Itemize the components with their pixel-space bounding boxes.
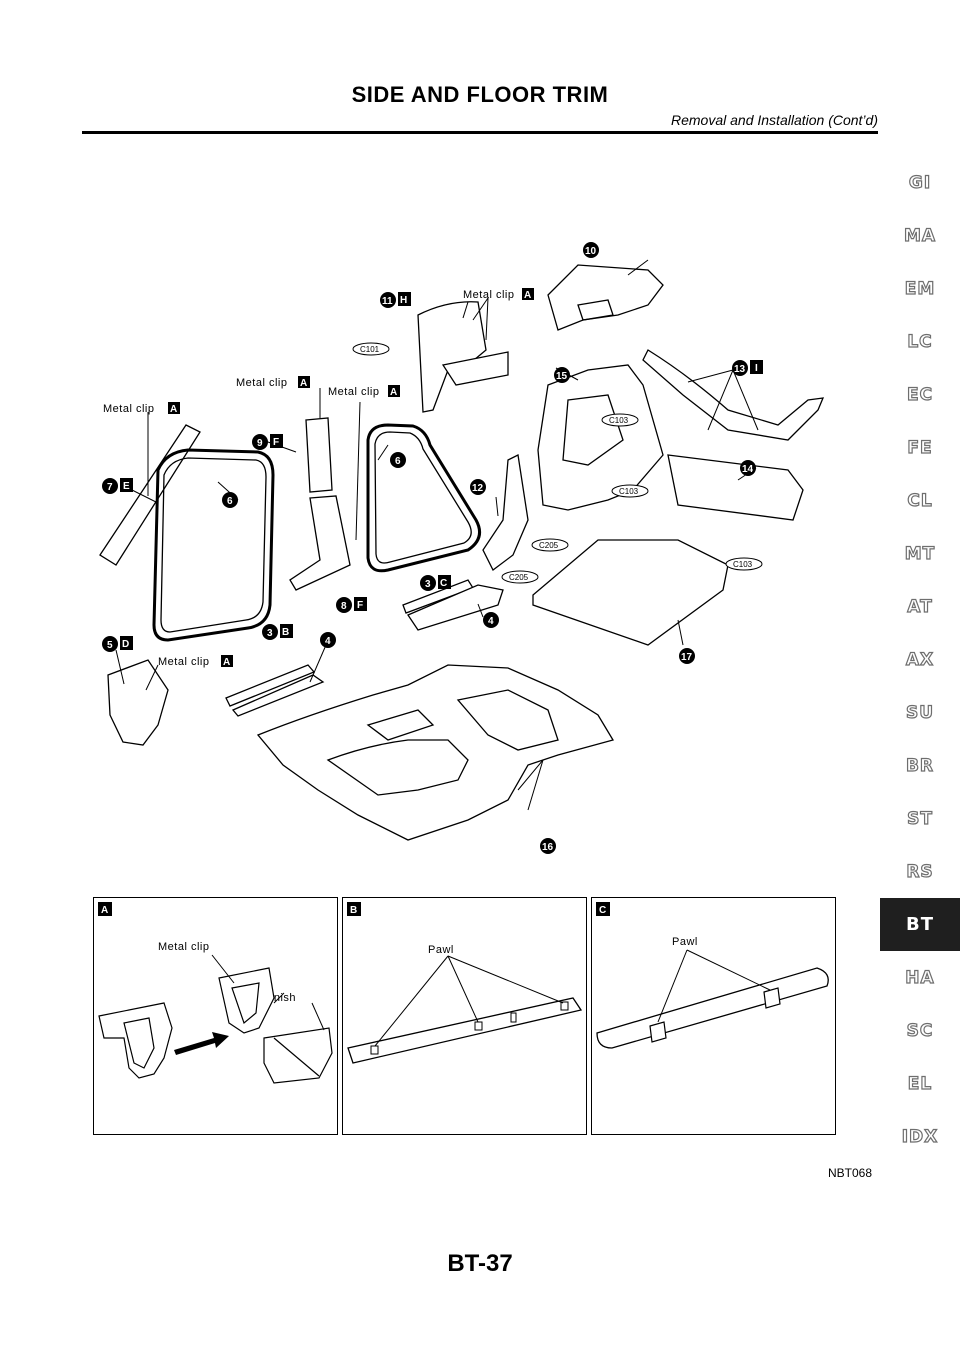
page-title: SIDE AND FLOOR TRIM <box>351 82 609 107</box>
tab-em[interactable]: EM <box>904 278 936 299</box>
tab-ma[interactable]: MA <box>903 225 937 246</box>
page-number: BT-37 <box>447 1250 513 1277</box>
callout-4: 4 <box>325 636 331 647</box>
tab-bt[interactable]: BT <box>880 898 960 951</box>
tab-ec[interactable]: EC <box>906 384 934 405</box>
tab-rs[interactable]: RS <box>906 861 934 882</box>
tab-br[interactable]: BR <box>905 755 935 776</box>
tab-cl[interactable]: CL <box>907 490 933 511</box>
detail-panel-b: B Pawl <box>342 897 587 1135</box>
connector-c103: C103 <box>609 416 629 425</box>
tab-at[interactable]: AT <box>907 596 933 617</box>
connector-c101: C101 <box>360 345 380 354</box>
detail-c-letter: C <box>599 905 606 916</box>
callout-12: 12 <box>472 483 484 494</box>
tab-idx[interactable]: IDX <box>901 1126 939 1147</box>
detail-b-badge: B <box>282 627 289 638</box>
callout-6: 6 <box>227 496 233 507</box>
page-subtitle: Removal and Installation (Cont’d) <box>671 112 878 128</box>
callout-16: 16 <box>542 842 554 853</box>
tab-fe[interactable]: FE <box>907 437 933 458</box>
pawl-label: Pawl <box>672 936 698 948</box>
tab-ax[interactable]: AX <box>905 649 935 670</box>
figure-reference: NBT068 <box>827 1166 872 1180</box>
detail-panel-c: C Pawl <box>591 897 836 1135</box>
callout-8: 8 <box>341 601 347 612</box>
detail-a-badge: A <box>223 657 230 668</box>
tab-lc[interactable]: LC <box>907 331 933 352</box>
metal-clip-label: Metal clip <box>236 377 287 389</box>
metal-clip-label: Metal clip <box>158 941 209 953</box>
connector-c103: C103 <box>733 560 753 569</box>
connector-c103: C103 <box>619 487 639 496</box>
tab-su[interactable]: SU <box>905 702 935 723</box>
header-rule <box>82 131 878 134</box>
detail-b-letter: B <box>350 905 357 916</box>
tab-ha[interactable]: HA <box>905 967 935 988</box>
connector-c205: C205 <box>539 541 559 550</box>
detail-e-badge: E <box>123 481 130 492</box>
detail-a-badge: A <box>524 290 531 301</box>
pawl-label: Pawl <box>428 944 454 956</box>
callout-13: 13 <box>734 364 746 375</box>
metal-clip-label: Metal clip <box>158 656 209 668</box>
callout-10: 10 <box>585 246 597 257</box>
tab-mt[interactable]: MT <box>904 543 936 564</box>
connector-c205: C205 <box>509 573 529 582</box>
detail-panel-a: A Metal clip Garnish <box>93 897 338 1135</box>
callout-5: 5 <box>107 640 113 651</box>
detail-f-badge: F <box>273 437 279 448</box>
metal-clip-label: Metal clip <box>328 386 379 398</box>
detail-a-badge: A <box>300 378 307 389</box>
callout-6: 6 <box>395 456 401 467</box>
callout-3: 3 <box>425 579 431 590</box>
callout-15: 15 <box>556 371 568 382</box>
detail-i-badge: I <box>755 363 758 374</box>
detail-h-badge: H <box>400 295 407 306</box>
callout-4: 4 <box>488 616 494 627</box>
detail-c-badge: C <box>440 578 447 589</box>
detail-a-badge: A <box>390 387 397 398</box>
detail-a-letter: A <box>101 905 108 916</box>
metal-clip-label: Metal clip <box>103 403 154 415</box>
callout-11: 11 <box>382 296 393 307</box>
tab-sc[interactable]: SC <box>906 1020 934 1041</box>
metal-clip-label: Metal clip <box>463 289 514 301</box>
section-tabs: GI MA EM LC EC FE CL MT AT AX SU BR ST R… <box>880 156 960 1163</box>
callout-3: 3 <box>267 628 273 639</box>
detail-f-badge: F <box>357 600 363 611</box>
tab-el[interactable]: EL <box>907 1073 933 1094</box>
tab-gi[interactable]: GI <box>908 172 932 193</box>
trim-exploded-diagram: Metal clip A Metal clip A Metal clip A M… <box>99 242 825 854</box>
detail-a-badge: A <box>170 404 177 415</box>
callout-17: 17 <box>681 652 693 663</box>
callout-9: 9 <box>257 438 263 449</box>
tab-st[interactable]: ST <box>906 808 933 829</box>
callout-14: 14 <box>742 464 754 475</box>
callout-7: 7 <box>107 482 113 493</box>
detail-d-badge: D <box>122 639 129 650</box>
